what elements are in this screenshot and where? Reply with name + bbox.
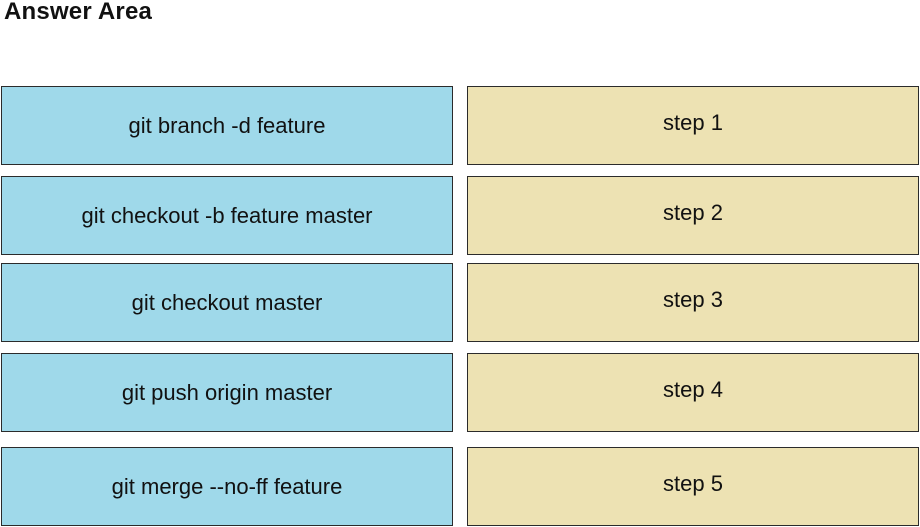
step-label: step 4 bbox=[663, 376, 723, 402]
command-tile-4[interactable]: git push origin master bbox=[1, 353, 453, 432]
command-label: git checkout -b feature master bbox=[81, 202, 373, 228]
command-label: git push origin master bbox=[121, 379, 333, 405]
step-slot-4[interactable]: step 4 bbox=[467, 353, 919, 432]
answer-area-title: Answer Area bbox=[4, 0, 153, 25]
command-tile-2[interactable]: git checkout -b feature master bbox=[1, 176, 453, 255]
command-tile-3[interactable]: git checkout master bbox=[1, 263, 453, 342]
step-slot-3[interactable]: step 3 bbox=[467, 263, 919, 342]
step-slot-2[interactable]: step 2 bbox=[467, 176, 919, 255]
step-label: step 1 bbox=[663, 109, 723, 135]
command-label: git checkout master bbox=[131, 289, 323, 315]
step-slot-5[interactable]: step 5 bbox=[467, 447, 919, 526]
step-label: step 5 bbox=[663, 470, 723, 496]
step-slot-1[interactable]: step 1 bbox=[467, 86, 919, 165]
command-tile-1[interactable]: git branch -d feature bbox=[1, 86, 453, 165]
step-label: step 2 bbox=[663, 199, 723, 225]
step-label: step 3 bbox=[663, 286, 723, 312]
command-tile-5[interactable]: git merge --no-ff feature bbox=[1, 447, 453, 526]
command-label: git merge --no-ff feature bbox=[111, 473, 343, 499]
command-label: git branch -d feature bbox=[128, 112, 326, 138]
